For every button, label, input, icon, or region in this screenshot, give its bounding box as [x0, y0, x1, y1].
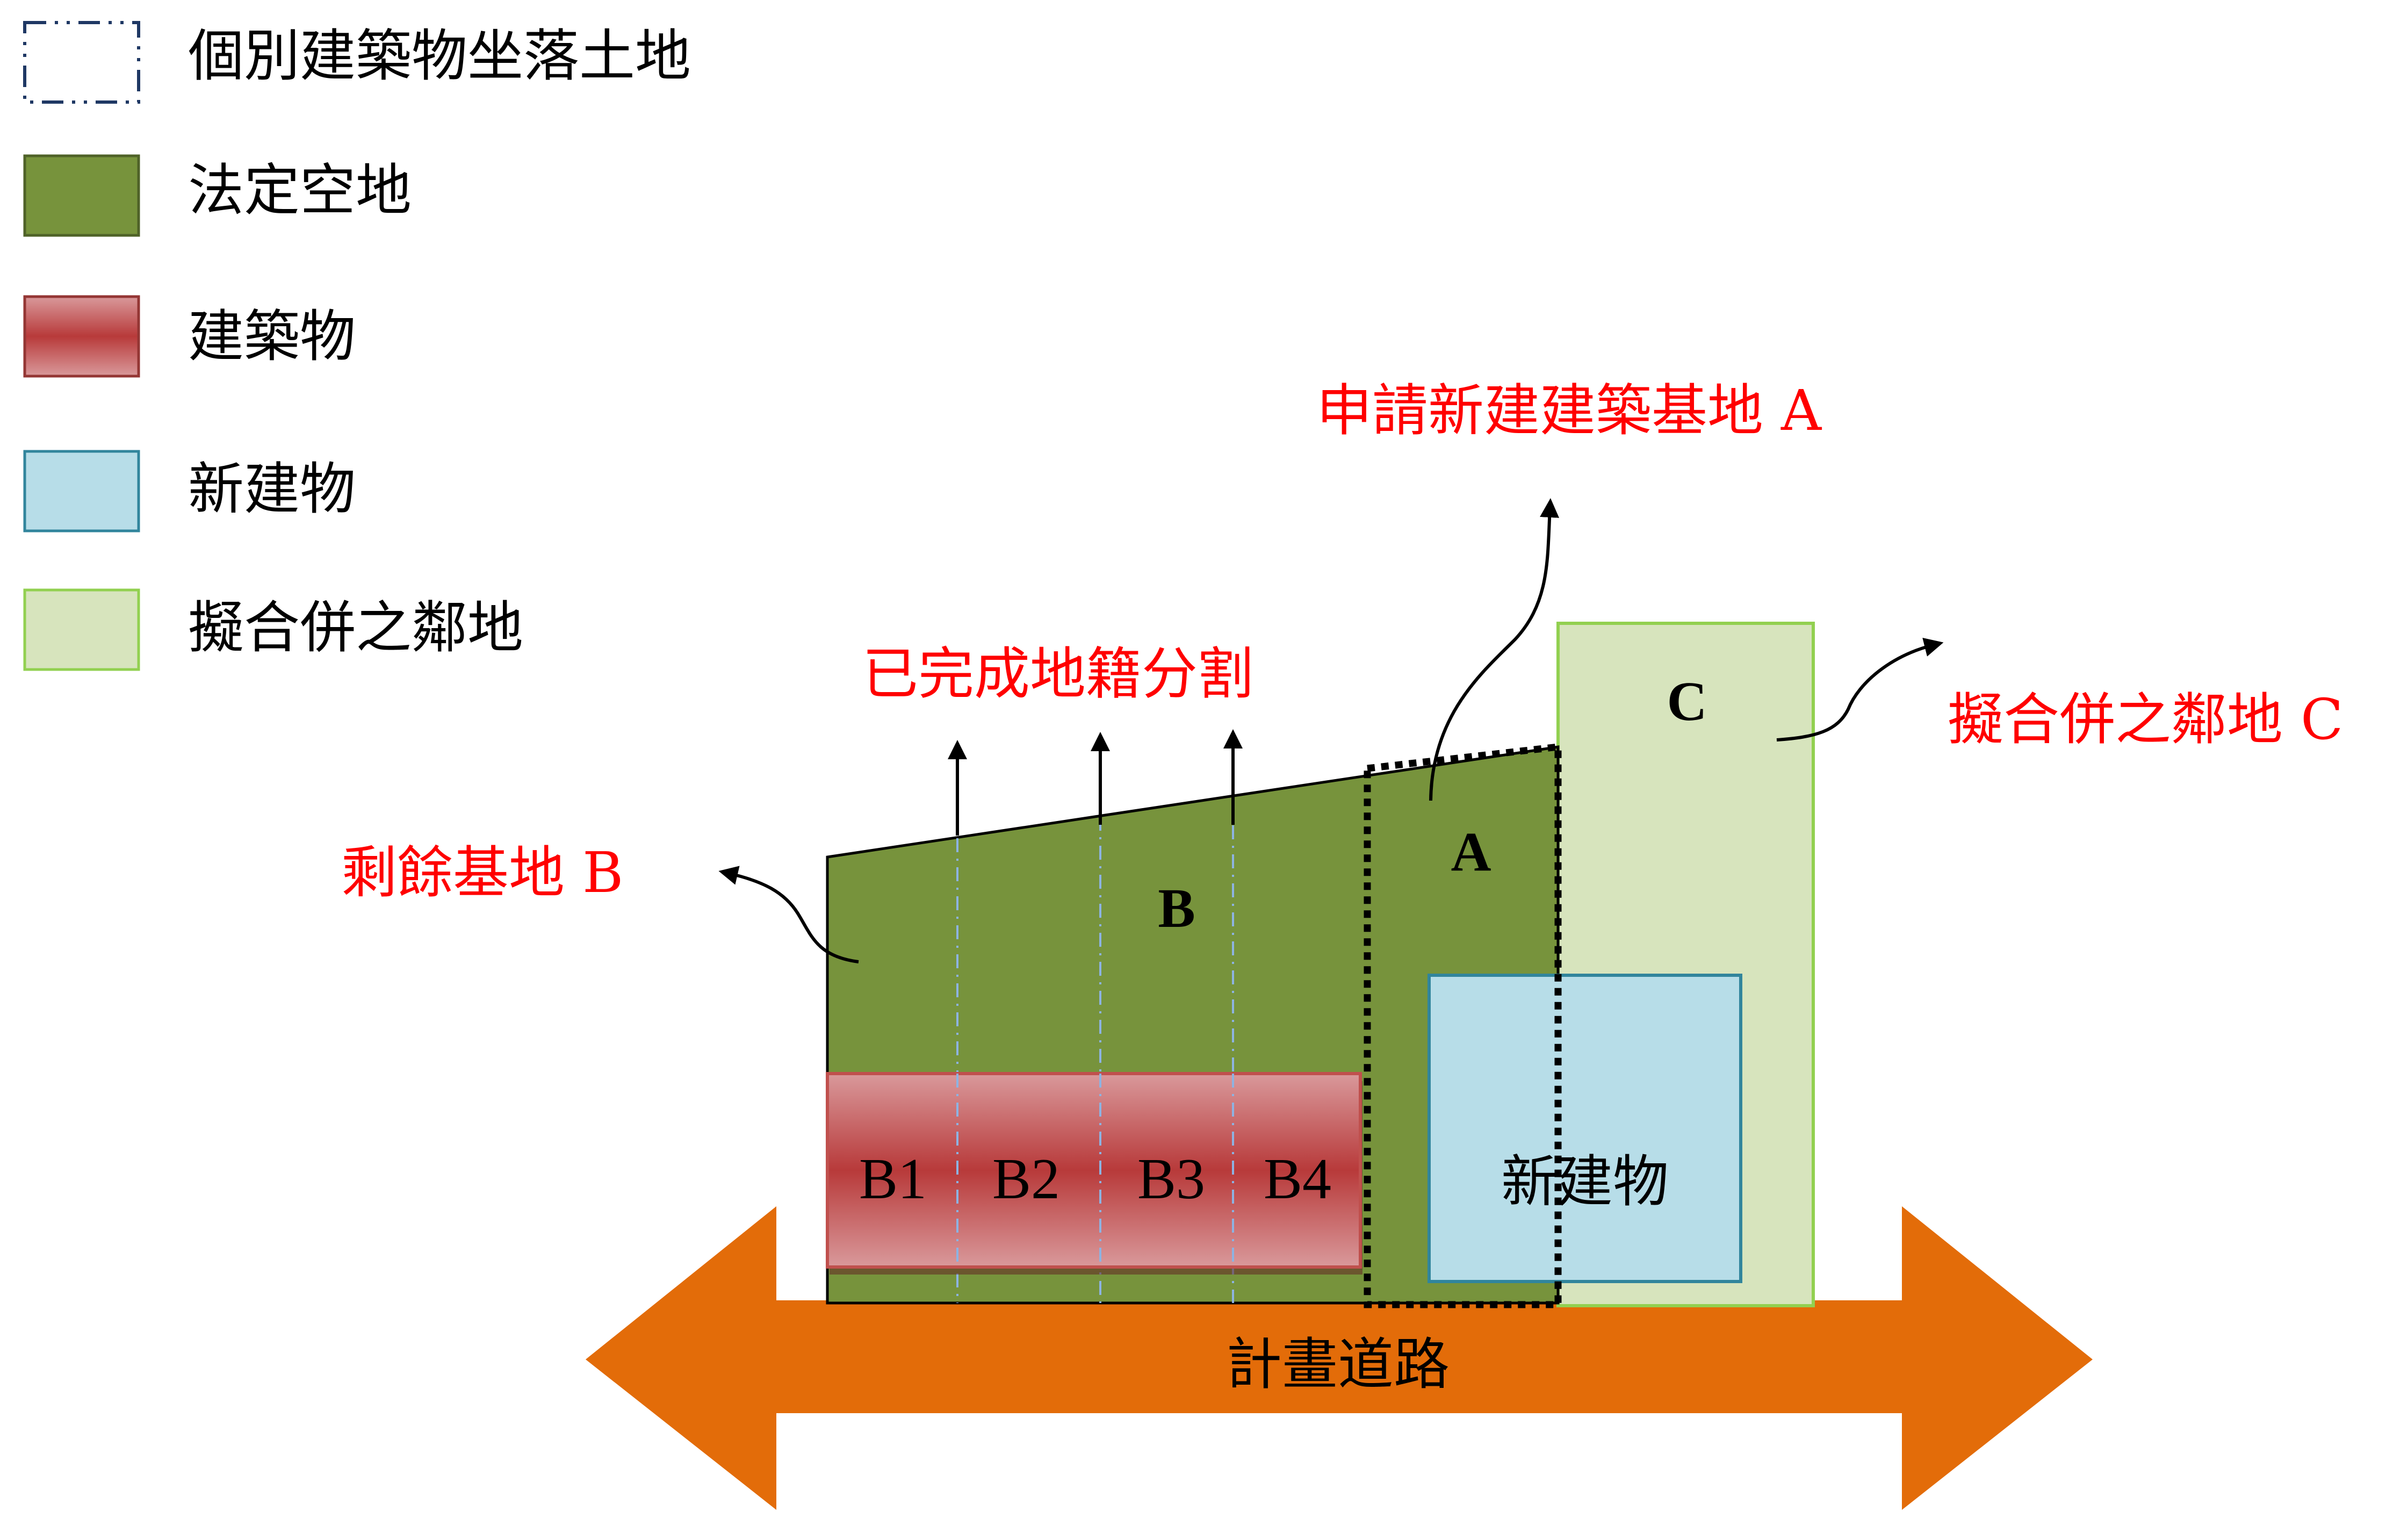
unit-label-b3: B3: [1137, 1147, 1205, 1211]
legend-label-building: 建築物: [188, 304, 356, 369]
annotation-subdivision: 已完成地籍分割: [862, 641, 1253, 707]
legend-swatch-building: [23, 295, 140, 378]
legend-swatch-parcel: [23, 21, 140, 104]
legend-label-open-space: 法定空地: [188, 157, 412, 223]
lot-c-label: C: [1667, 671, 1707, 732]
new-building: [1428, 974, 1742, 1283]
legend-swatch-open-space: [23, 154, 140, 237]
new-building-label: 新建物: [1501, 1149, 1669, 1214]
arrows: [718, 498, 1944, 963]
unit-label-b1: B1: [859, 1147, 927, 1211]
road-double-arrow: [586, 1206, 2093, 1510]
road-label: 計畫道路: [1226, 1331, 1450, 1397]
planned-road: 計畫道路: [586, 1206, 2093, 1510]
annotation-application-site-a: 申請新建建築基地 A: [1316, 378, 1822, 443]
existing-building: [826, 1072, 1362, 1269]
legend-swatch-new-building: [23, 450, 140, 532]
legend-label-parcel: 個別建築物坐落土地: [188, 23, 691, 89]
legend: 個別建築物坐落土地 法定空地 建築物 新建物 擬合併之鄰地: [23, 21, 691, 671]
lot-b-label: B: [1158, 877, 1195, 939]
annotation-neighbor-c: 擬合併之鄰地 C: [1948, 687, 2344, 752]
arrow-remaining-b: [718, 866, 859, 963]
parcel-a-outline: [1364, 743, 1562, 1308]
arrow-neighbor-c: [1776, 637, 1944, 742]
unit-label-b4: B4: [1264, 1147, 1331, 1211]
unit-label-b2: B2: [992, 1147, 1060, 1211]
legend-label-new-building: 新建物: [188, 456, 356, 522]
lot-a-label: A: [1451, 821, 1491, 883]
arrow-parcel-a: [1429, 498, 1560, 801]
legend-label-neighbor: 擬合併之鄰地: [188, 595, 523, 660]
legend-swatch-neighbor: [23, 588, 140, 671]
annotation-remaining-site-b: 剩餘基地 B: [341, 840, 624, 905]
